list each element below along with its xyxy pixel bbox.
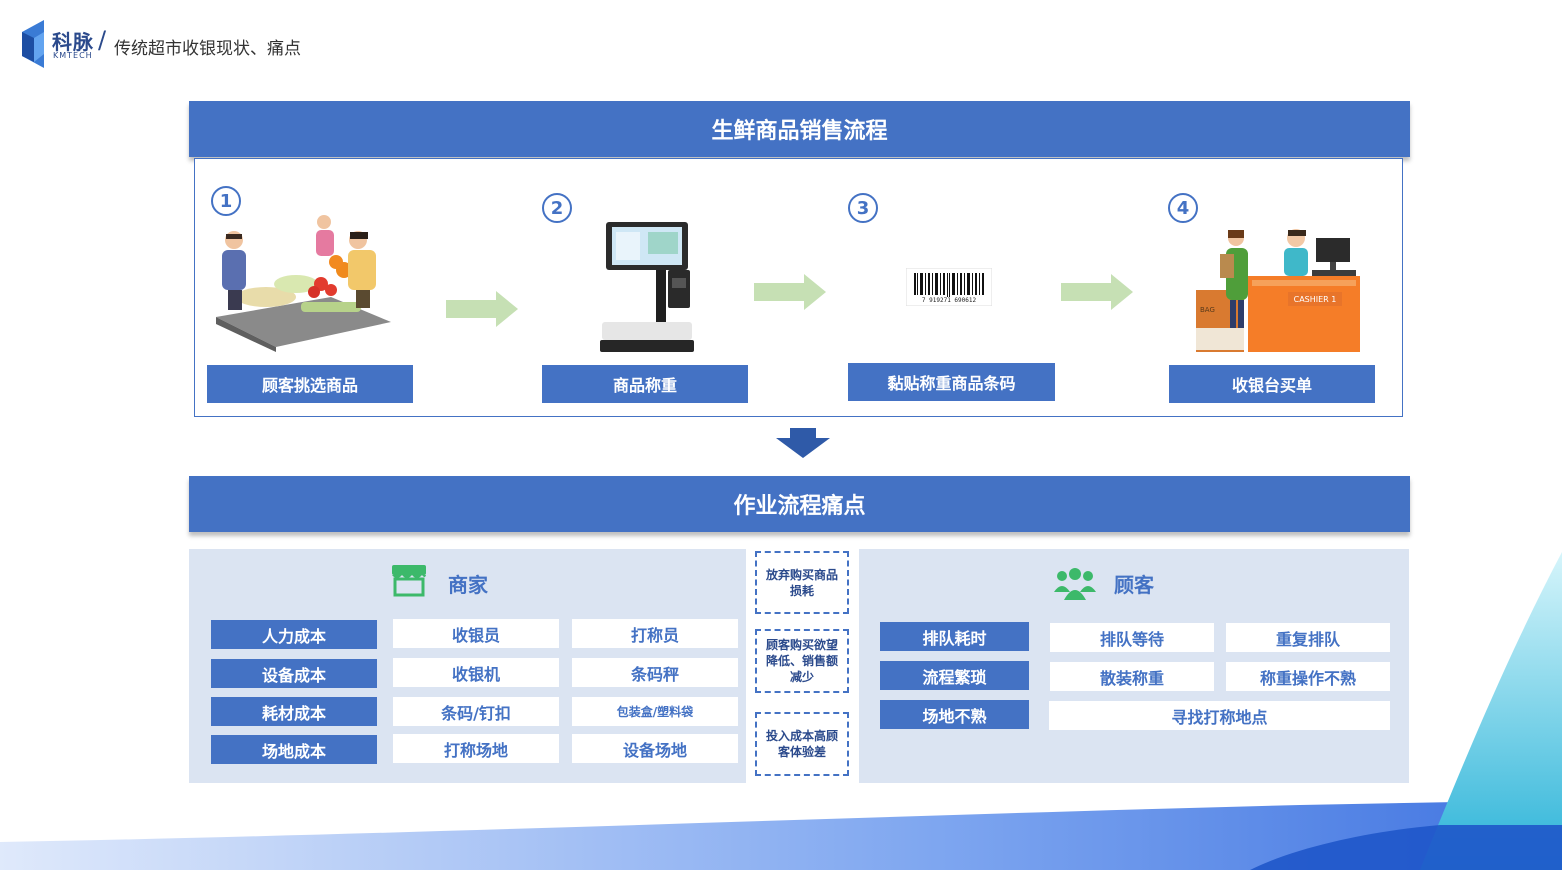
flow-arrow-1-icon [446, 291, 518, 327]
step-1-label: 顾客挑选商品 [207, 365, 413, 403]
title-separator: / [98, 26, 107, 54]
merchant-item: 打称场地 [393, 734, 559, 763]
page-title: 传统超市收银现状、痛点 [114, 39, 301, 59]
impact-box: 放弃购买商品损耗 [755, 551, 849, 614]
process-banner: 生鲜商品销售流程 [189, 101, 1410, 157]
step-4-number: 4 [1168, 193, 1198, 223]
merchant-item: 打称员 [572, 619, 738, 648]
customer-category-process: 流程繁琐 [880, 661, 1029, 690]
step-2-number: 2 [542, 193, 572, 223]
barcode-illustration: 7 919271 690612 [906, 268, 992, 306]
produce-shopping-illustration [216, 215, 391, 352]
merchant-category-consumables: 耗材成本 [211, 697, 377, 726]
step-2-label: 商品称重 [542, 365, 748, 403]
logo-text-en: KMTECH [53, 51, 93, 60]
pain-points-banner: 作业流程痛点 [189, 476, 1410, 532]
impact-box: 顾客购买欲望降低、销售额减少 [755, 629, 849, 693]
merchant-item: 条码/钉扣 [393, 697, 559, 726]
flow-arrow-2-icon [754, 274, 826, 310]
customer-item: 寻找打称地点 [1049, 701, 1390, 730]
customer-item: 称重操作不熟 [1226, 662, 1390, 691]
cashier-counter-illustration: CASHIER 1 BAG [1196, 229, 1360, 352]
kmtech-logo-icon [22, 20, 44, 68]
merchant-item: 包装盒/塑料袋 [572, 697, 738, 726]
cashier-sign: CASHIER 1 [1294, 295, 1337, 304]
merchant-item: 设备场地 [572, 734, 738, 763]
merchant-item: 收银员 [393, 619, 559, 648]
step-1-number: 1 [211, 186, 241, 216]
down-arrow-icon [776, 428, 830, 458]
customers-group-icon [1054, 568, 1096, 600]
customer-item: 排队等待 [1050, 623, 1214, 652]
customer-title: 顾客 [1114, 573, 1154, 597]
store-icon [392, 565, 426, 597]
merchant-title: 商家 [448, 573, 488, 597]
merchant-category-space: 场地成本 [211, 735, 377, 764]
barcode-number: 7 919271 690612 [922, 297, 977, 304]
merchant-category-equipment: 设备成本 [211, 659, 377, 688]
step-3-number: 3 [848, 193, 878, 223]
merchant-item: 条码秤 [572, 658, 738, 687]
merchant-item: 收银机 [393, 658, 559, 687]
merchant-category-labor: 人力成本 [211, 620, 377, 649]
customer-category-queue: 排队耗时 [880, 622, 1029, 651]
customer-item: 重复排队 [1226, 623, 1390, 652]
customer-item: 散装称重 [1050, 662, 1214, 691]
bag-label: BAG [1200, 306, 1215, 314]
customer-category-venue: 场地不熟 [880, 700, 1029, 729]
weighing-scale-illustration [600, 222, 694, 352]
step-4-label: 收银台买单 [1169, 365, 1375, 403]
logo-text-cn: 科脉 [52, 30, 94, 54]
flow-arrow-3-icon [1061, 274, 1133, 310]
impact-box: 投入成本高顾客体验差 [755, 712, 849, 776]
step-3-label: 黏贴称重商品条码 [848, 363, 1055, 401]
